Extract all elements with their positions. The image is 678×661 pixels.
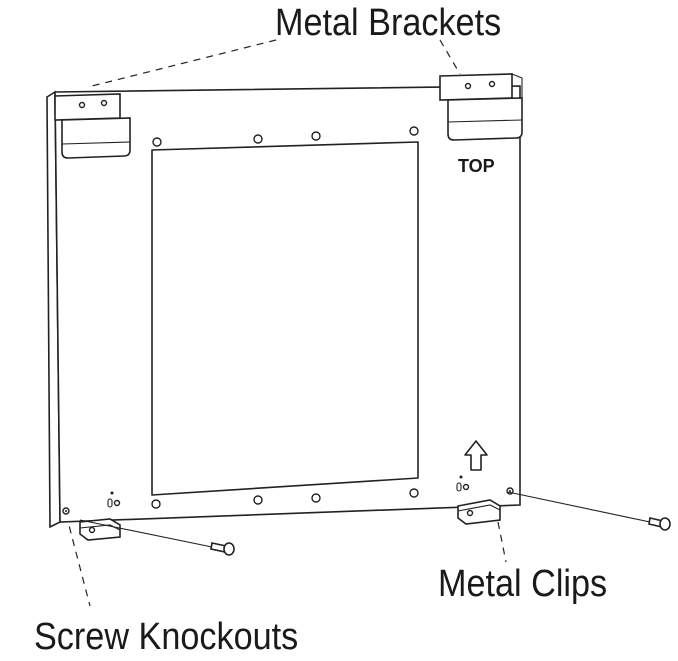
- screw-path-left: [79, 519, 213, 548]
- metal-clip-right: [457, 499, 501, 525]
- screw-knockouts-label: Screw Knockouts: [34, 616, 299, 658]
- screw-left: [79, 519, 235, 556]
- up-arrow-icon: [464, 440, 488, 471]
- metal-clip-left: [79, 518, 121, 541]
- mounting-plate: [54, 85, 521, 523]
- screw-knockout-left: [62, 507, 70, 515]
- top-marking: TOP: [458, 156, 495, 176]
- clip-knockouts-left: [107, 491, 121, 508]
- metal-bracket-right: [439, 73, 523, 141]
- plate-window: [151, 141, 419, 496]
- metal-brackets-label: Metal Brackets: [275, 2, 502, 44]
- clip-knockouts-right: [456, 475, 470, 492]
- top-mounting-holes: [152, 126, 419, 147]
- metal-bracket-left: [54, 93, 131, 159]
- leader-lines: [65, 39, 507, 607]
- bracket-leader-right: [439, 39, 461, 75]
- metal-clips-label: Metal Clips: [438, 563, 608, 605]
- screw-path-right: [507, 491, 651, 523]
- bottom-mounting-holes: [151, 488, 419, 509]
- clip-leader: [497, 521, 507, 563]
- bracket-leader-left: [91, 39, 277, 87]
- screw-right: [507, 491, 671, 531]
- knockout-leader: [65, 513, 91, 607]
